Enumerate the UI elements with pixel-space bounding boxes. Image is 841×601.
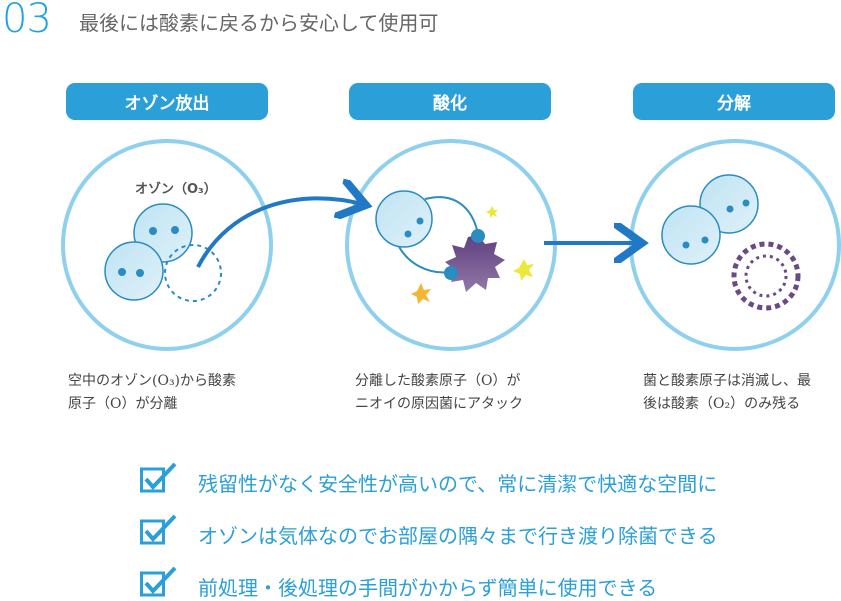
step2-caption: 分離した酸素原子（O）がニオイの原因菌にアタック xyxy=(355,373,523,412)
spark-icon xyxy=(411,283,431,304)
checkbox-icon xyxy=(140,566,177,597)
benefit-text: オゾンは気体なのでお部屋の隅々まで行き渡り除菌できる xyxy=(198,524,718,548)
step3-circle xyxy=(629,139,841,351)
spark-icon xyxy=(513,259,534,281)
step-number: 03 xyxy=(2,0,52,42)
spark-icon xyxy=(486,206,498,218)
germ-icon xyxy=(445,235,505,292)
step1-circle xyxy=(61,139,273,351)
step3-caption: 菌と酸素原子は消滅し、最後は酸素（O₂）のみ残る xyxy=(643,373,811,412)
step-label-oxidation: 酸化 xyxy=(349,83,551,120)
oxygen-molecule-icon xyxy=(661,174,759,265)
step-label-decomposition: 分解 xyxy=(633,83,835,120)
step1-caption: 空中のオゾン(O₃)から酸素原子（O）が分離 xyxy=(68,373,237,412)
benefit-text: 残留性がなく安全性が高いので、常に清潔で快適な空間に xyxy=(198,472,718,496)
checkbox-icon xyxy=(140,462,177,493)
benefit-text: 前処理・後処理の手間がかからず簡単に使用できる xyxy=(198,576,658,600)
section-title: 最後には酸素に戻るから安心して使用可 xyxy=(79,11,439,35)
checkbox-icon xyxy=(140,514,177,545)
ozone-molecule-icon xyxy=(104,203,222,302)
step2-circle xyxy=(345,139,557,351)
ozone-label: オゾン（O₃） xyxy=(135,182,217,197)
dissolved-germ-icon xyxy=(731,241,801,311)
step-label-ozone-release: オゾン放出 xyxy=(66,83,268,120)
arrow-icon xyxy=(196,198,362,268)
